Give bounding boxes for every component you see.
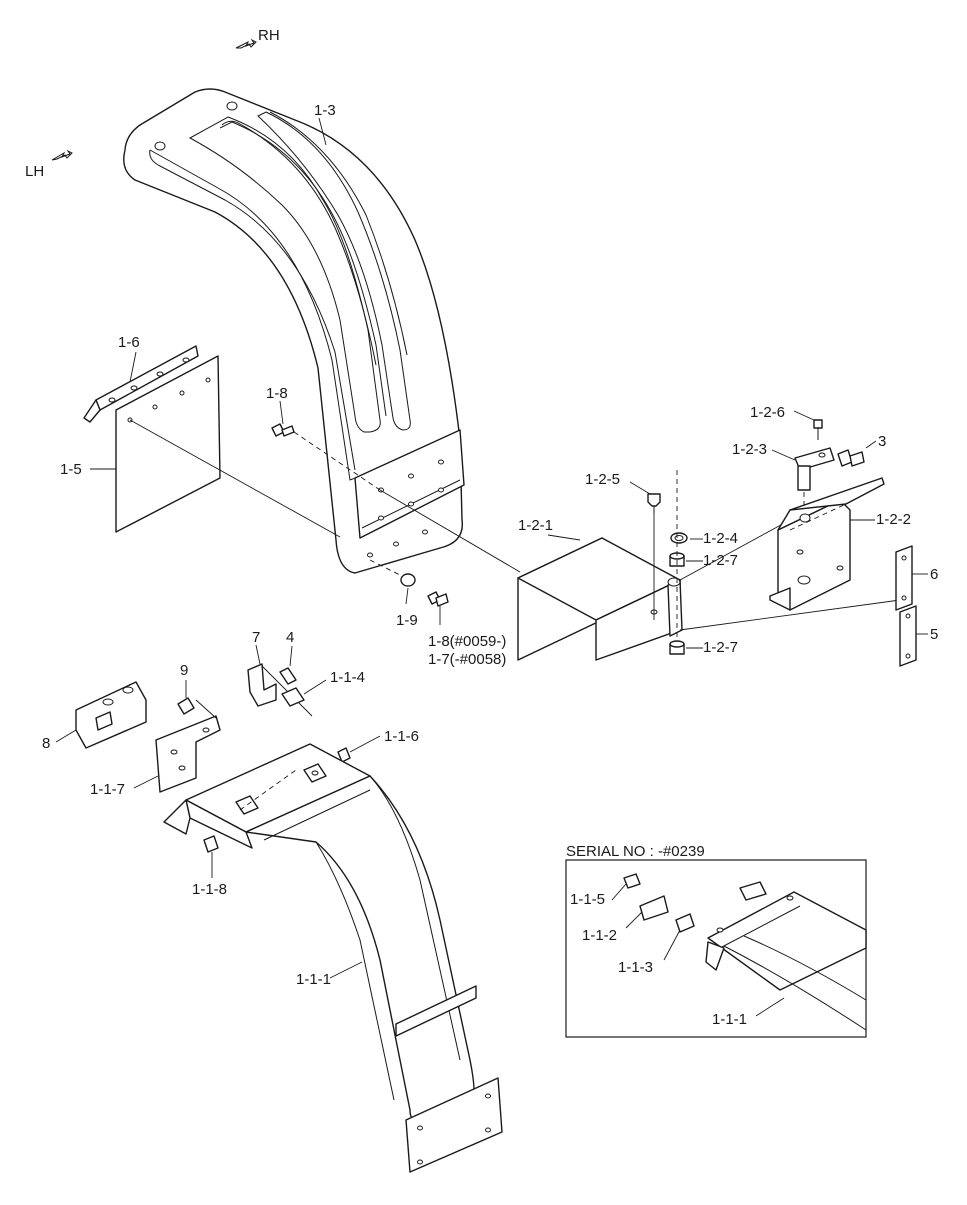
callout-6: 6 [930,566,938,583]
callout-1-1-3: 1-1-3 [618,959,653,976]
lh-arrow-icon [51,149,73,161]
callout-1-9: 1-9 [396,612,418,629]
hinge-bracket-1-2-2 [769,477,885,611]
grease-fitting-1-2-5 [647,493,661,514]
callout-4: 4 [286,629,294,646]
bushing-1-2-7-bottom [669,640,685,655]
hinge-pin-1-2-3 [794,447,835,491]
callout-1-7-serial: 1-7(-#0058) [428,651,506,668]
callout-1-2-6: 1-2-6 [750,404,785,421]
bolt-1-1-6 [337,747,351,763]
bracket-7 [247,663,277,707]
callout-1-2-7-bottom: 1-2-7 [703,639,738,656]
serial-inset [565,859,867,1038]
washer-1-9 [400,573,416,587]
callout-1-2-5: 1-2-5 [585,471,620,488]
callout-1-3: 1-3 [314,102,336,119]
plate-5 [899,605,917,667]
callout-1-2-2: 1-2-2 [876,511,911,528]
serial-note: SERIAL NO : -#0239 [566,843,705,860]
callout-1-2-7-top: 1-2-7 [703,552,738,569]
callout-1-1-2: 1-1-2 [582,927,617,944]
rh-label: RH [258,27,280,44]
callout-1-1-1: 1-1-1 [296,971,331,988]
grease-nipple-1-2-6 [813,419,823,440]
callout-1-1-1-inset: 1-1-1 [712,1011,747,1028]
callout-1-2-1: 1-2-1 [518,517,553,534]
callout-1-5: 1-5 [60,461,82,478]
callout-7: 7 [252,629,260,646]
lh-label: LH [25,163,44,180]
callout-1-2-3: 1-2-3 [732,441,767,458]
callout-1-2-4: 1-2-4 [703,530,738,547]
bolt-1-8-1-7 [427,591,449,607]
callout-1-1-7: 1-1-7 [90,781,125,798]
bolt-1-1-8 [203,835,219,853]
mud-flap-1-5 [115,355,221,533]
bracket-1-1-7 [155,715,221,793]
fender-cover-1-3 [123,88,465,574]
callout-5: 5 [930,626,938,643]
bolt-9 [177,697,195,715]
spacer-1-1-4 [281,687,305,707]
callout-1-1-8: 1-1-8 [192,881,227,898]
rh-arrow-icon [235,38,257,49]
callout-1-8-serial: 1-8(#0059-) [428,633,506,650]
callout-1-1-6: 1-1-6 [384,728,419,745]
plate-6 [895,545,913,611]
bolt-1-8-top [271,423,295,437]
callout-3: 3 [878,433,886,450]
mud-flap-bracket-1-6 [83,345,199,423]
plate-8 [75,681,147,749]
callout-8: 8 [42,735,50,752]
bolt-3 [837,449,865,467]
callout-9: 9 [180,662,188,679]
support-arm-1-2-1 [517,537,683,661]
callout-1-1-4: 1-1-4 [330,669,365,686]
fender-frame-1-1-1 [163,743,503,1173]
callout-1-1-5: 1-1-5 [570,891,605,908]
callout-1-8-top: 1-8 [266,385,288,402]
callout-1-6: 1-6 [118,334,140,351]
bolt-4 [279,667,297,685]
